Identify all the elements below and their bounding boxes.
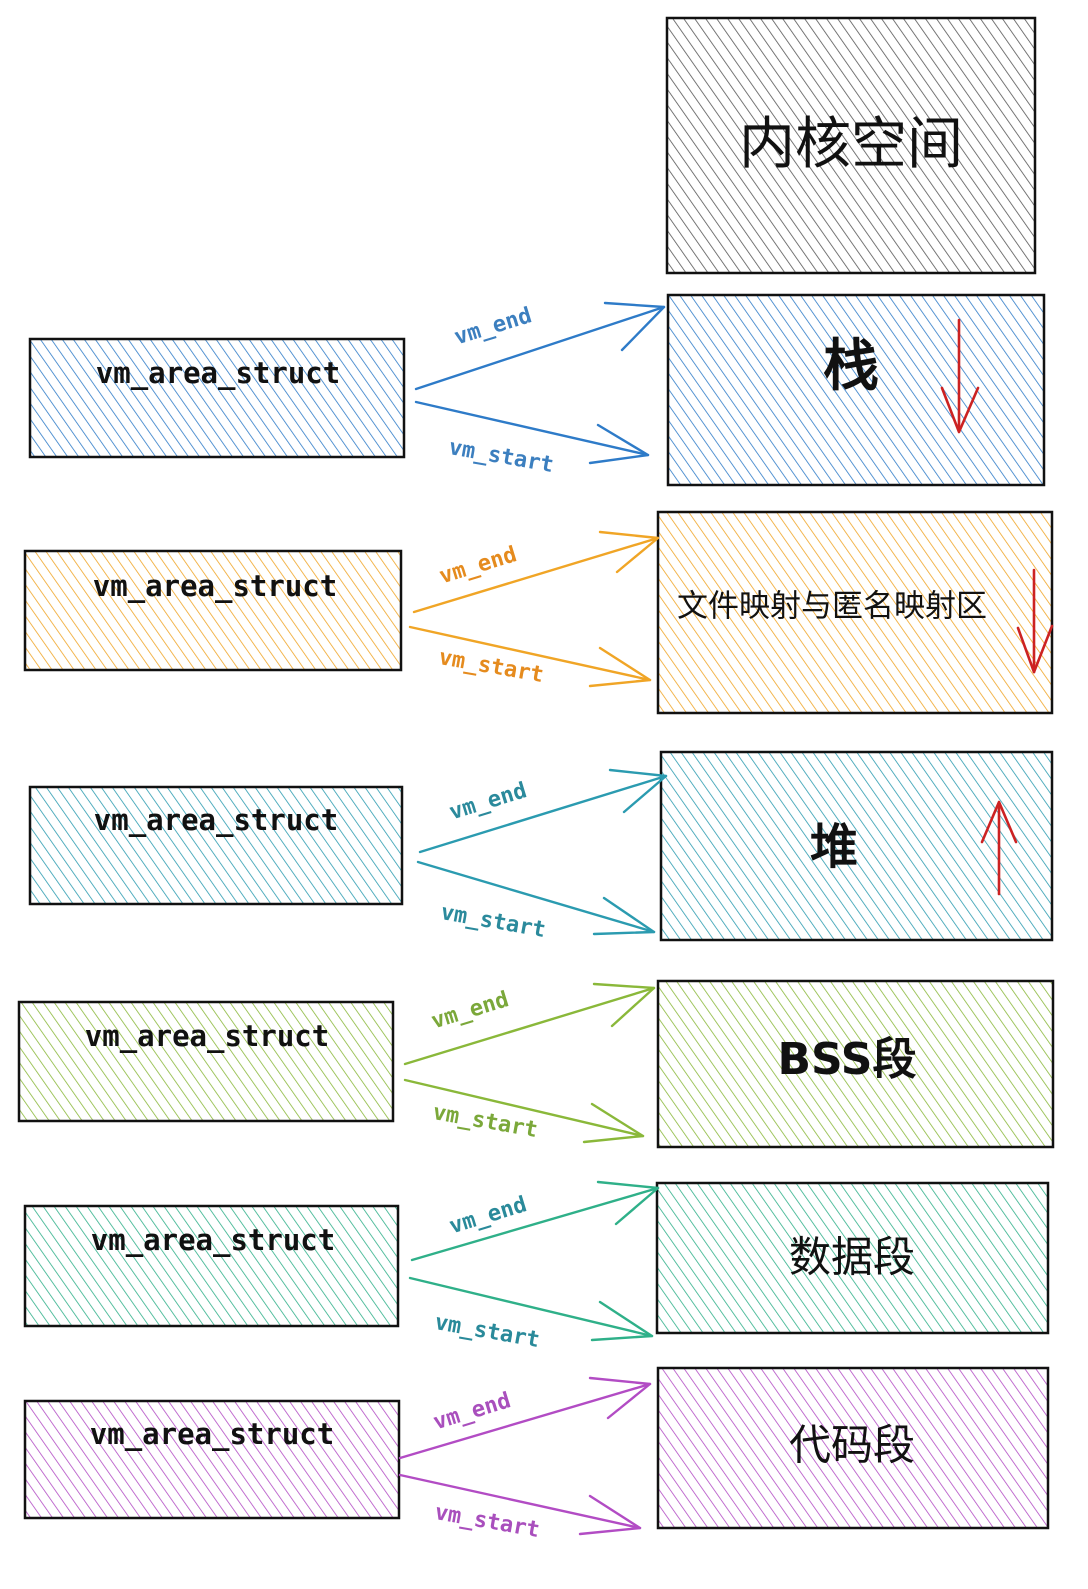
segment-box-border [659, 750, 1054, 942]
vm-end-label: vm_end [428, 987, 511, 1034]
segment-label: 堆 [810, 819, 858, 875]
kernel-space-fill [667, 18, 1035, 273]
pointer-arrows [408, 1180, 660, 1342]
vm-start-arrow [408, 1276, 654, 1338]
vm-end-arrowhead [596, 1180, 660, 1226]
vm-end-arrow [410, 1186, 660, 1262]
segment-box-border [666, 293, 1046, 487]
struct-box-border [28, 785, 404, 906]
vm-start-arrowhead [578, 1494, 642, 1536]
vm-start-arrow [414, 400, 650, 457]
vm-start-label: vm_start [437, 645, 546, 688]
vm-start-label: vm_start [447, 435, 556, 478]
segment-box-fill [668, 295, 1044, 485]
vm-start-arrow [398, 1473, 642, 1530]
segment-box-border [656, 510, 1054, 715]
struct-box-border [23, 1399, 401, 1520]
segment-label: 文件映射与匿名映射区 [677, 589, 987, 625]
row-mmap: vm_area_struct 文件映射与匿名映射区 vm_end vm_star… [23, 510, 1054, 715]
row-data-segment: vm_area_struct 数据段 vm_end vm_start [23, 1180, 1050, 1353]
vm-end-label: vm_end [436, 542, 519, 589]
struct-box-fill [30, 787, 402, 904]
segment-label: 数据段 [789, 1233, 915, 1282]
segment-box-border [656, 1366, 1050, 1530]
vm-end-arrow [418, 774, 668, 854]
struct-box-border [23, 1204, 400, 1328]
vm-start-label: vm_start [433, 1310, 542, 1353]
vm-end-label: vm_end [451, 303, 534, 350]
pointer-arrows [398, 1376, 652, 1536]
struct-box-fill [25, 1401, 399, 1518]
vm-start-arrowhead [582, 1102, 645, 1144]
segment-box-fill [661, 752, 1052, 940]
pointer-arrows [414, 301, 666, 465]
vm-start-arrowhead [588, 646, 652, 688]
struct-label: vm_area_struct [96, 356, 340, 390]
pointer-arrows [408, 530, 660, 688]
struct-label: vm_area_struct [93, 569, 337, 603]
vm-end-arrowhead [603, 301, 666, 352]
growth-down-arrow [1016, 568, 1054, 674]
vm-end-arrowhead [598, 530, 660, 574]
struct-box-border [28, 337, 406, 459]
growth-up-arrow [980, 800, 1018, 896]
vm-start-arrowhead [588, 423, 650, 465]
pointer-arrows [416, 768, 668, 936]
vm-start-label: vm_start [439, 900, 548, 943]
struct-label: vm_area_struct [91, 1223, 335, 1257]
segment-box-fill [657, 1183, 1048, 1333]
vm-end-label: vm_end [446, 1192, 529, 1239]
vm-end-arrowhead [608, 768, 668, 814]
vm-end-arrow [414, 305, 666, 391]
segment-box-fill [658, 1368, 1048, 1528]
vm-end-arrowhead [592, 982, 656, 1028]
struct-box-border [23, 549, 403, 672]
vm-start-arrow [416, 860, 656, 934]
vm-end-arrow [403, 986, 656, 1066]
vm-start-arrow [408, 625, 652, 682]
pointer-arrows [403, 982, 656, 1144]
vm-end-arrowhead [588, 1376, 652, 1420]
vm-start-arrowhead [590, 1300, 654, 1342]
growth-down-arrow [940, 318, 980, 434]
struct-box-fill [25, 551, 401, 670]
vm-start-label: vm_start [431, 1100, 540, 1143]
segment-label: 代码段 [789, 1421, 915, 1470]
struct-box-border [17, 1000, 395, 1123]
struct-box-fill [30, 339, 404, 457]
segment-box-border [656, 979, 1055, 1149]
struct-box-fill [19, 1002, 393, 1121]
kernel-space-block: 内核空间 [665, 16, 1037, 275]
kernel-space-border [665, 16, 1037, 275]
segment-box-border [655, 1181, 1050, 1335]
struct-label: vm_area_struct [90, 1417, 334, 1451]
vm-start-label: vm_start [433, 1500, 542, 1543]
segment-box-fill [658, 512, 1052, 713]
segment-label: BSS段 [778, 1034, 917, 1085]
vm-end-arrow [412, 536, 660, 614]
vm-end-label: vm_end [446, 778, 529, 825]
vm-end-arrow [398, 1382, 652, 1460]
row-stack: vm_area_struct 栈 vm_end vm_start [28, 293, 1046, 487]
struct-box-fill [25, 1206, 398, 1326]
vm-start-arrowhead [592, 896, 656, 936]
struct-label: vm_area_struct [85, 1019, 329, 1053]
row-code-segment: vm_area_struct 代码段 vm_end vm_start [23, 1366, 1050, 1543]
vm-start-arrow [403, 1078, 645, 1138]
struct-label: vm_area_struct [94, 803, 338, 837]
row-bss: vm_area_struct BSS段 vm_end vm_start [17, 979, 1055, 1149]
segment-box-fill [658, 981, 1053, 1147]
kernel-space-label: 内核空间 [739, 112, 963, 177]
segment-label: 栈 [823, 334, 879, 399]
row-heap: vm_area_struct 堆 vm_end vm_start [28, 750, 1054, 943]
